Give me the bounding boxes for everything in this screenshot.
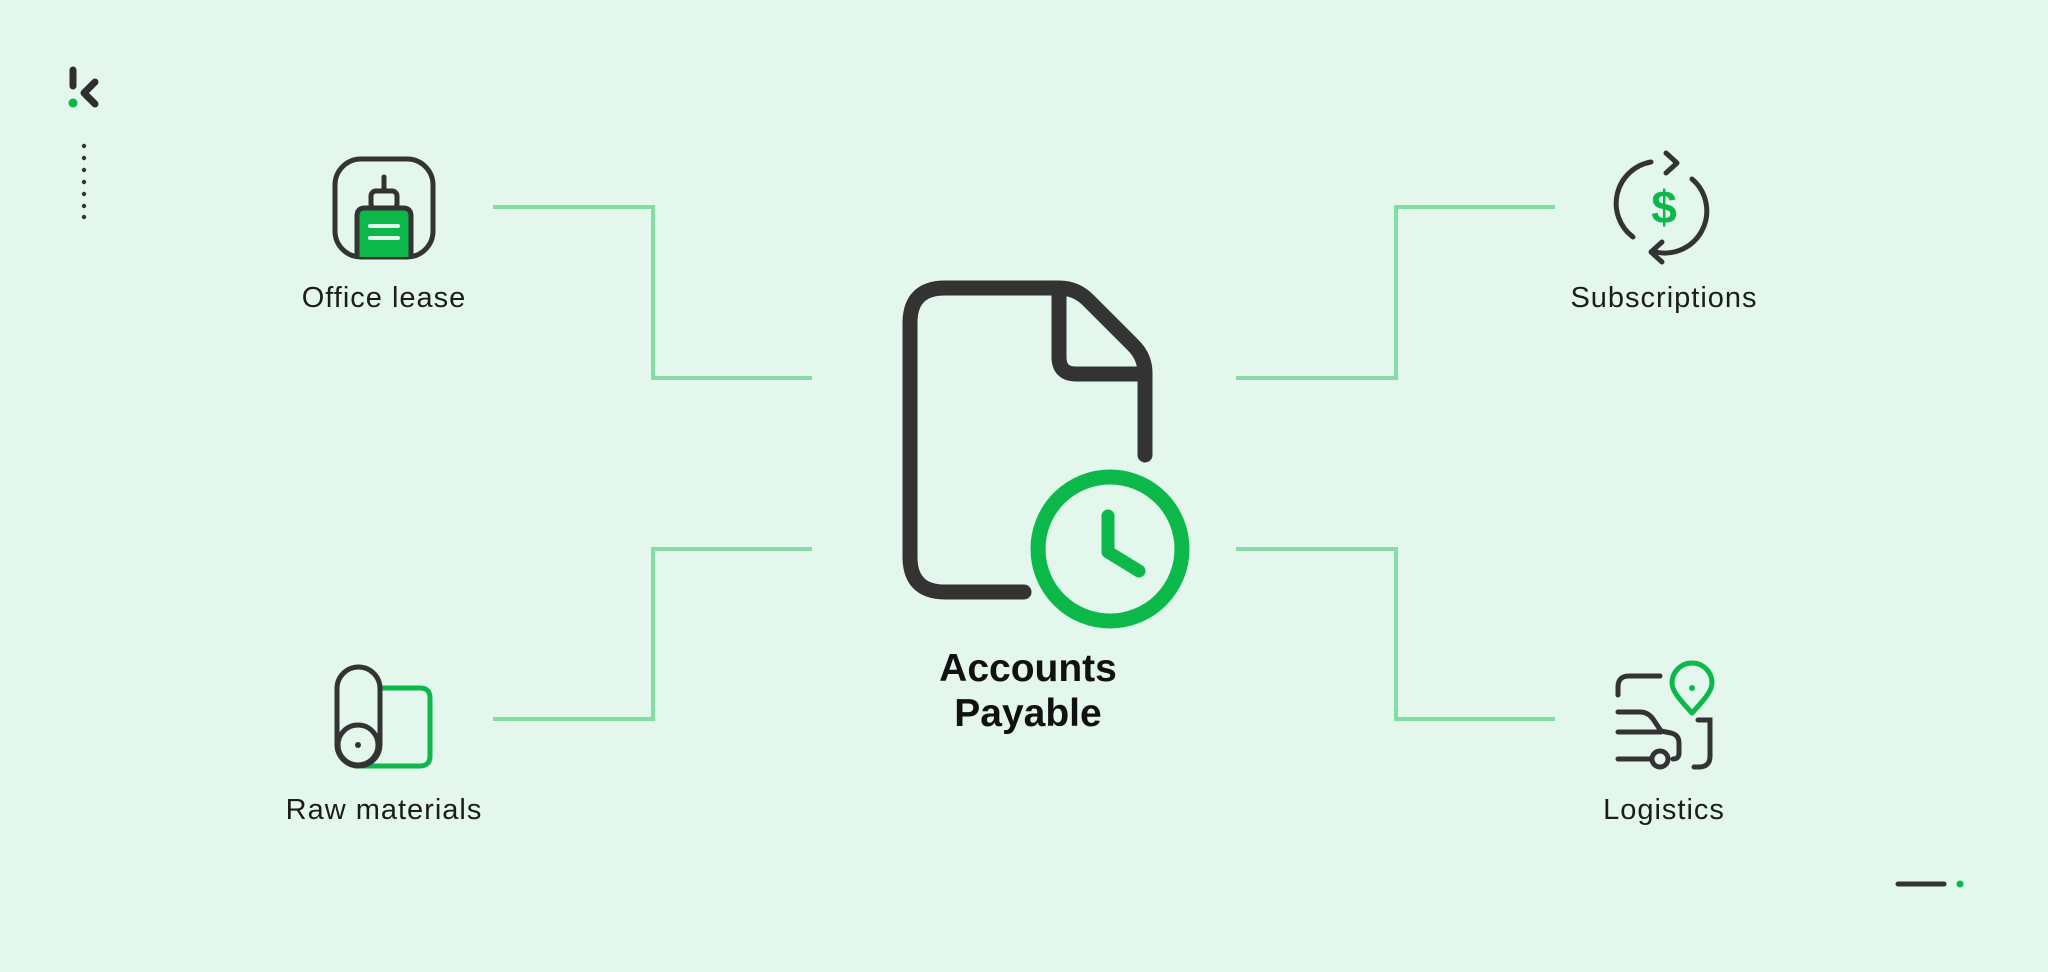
raw-materials-icon (334, 664, 433, 769)
svg-text:$: $ (1651, 181, 1677, 233)
connector-subscriptions (1236, 205, 1555, 380)
office-lease-label: Office lease (301, 282, 467, 314)
connector-logistics (1236, 547, 1555, 721)
center-title: Accounts Payable (939, 646, 1117, 736)
office-lease-icon (332, 156, 436, 260)
dash-dot-decoration (1895, 880, 1964, 888)
center-title-line1: Accounts (939, 647, 1117, 690)
subscriptions-label: Subscriptions (1570, 282, 1758, 314)
logistics-label: Logistics (1603, 794, 1725, 826)
connector-raw-materials (493, 547, 812, 721)
center-title-line2: Payable (954, 692, 1102, 735)
raw-materials-label: Raw materials (285, 794, 483, 826)
connector-office-lease (493, 205, 812, 380)
k-logo-icon (68, 66, 99, 108)
logistics-truck-icon (1615, 660, 1715, 770)
vertical-dots-decoration (81, 143, 87, 220)
document-clock-icon (902, 280, 1190, 629)
subscription-dollar-icon: $ (1613, 150, 1710, 265)
